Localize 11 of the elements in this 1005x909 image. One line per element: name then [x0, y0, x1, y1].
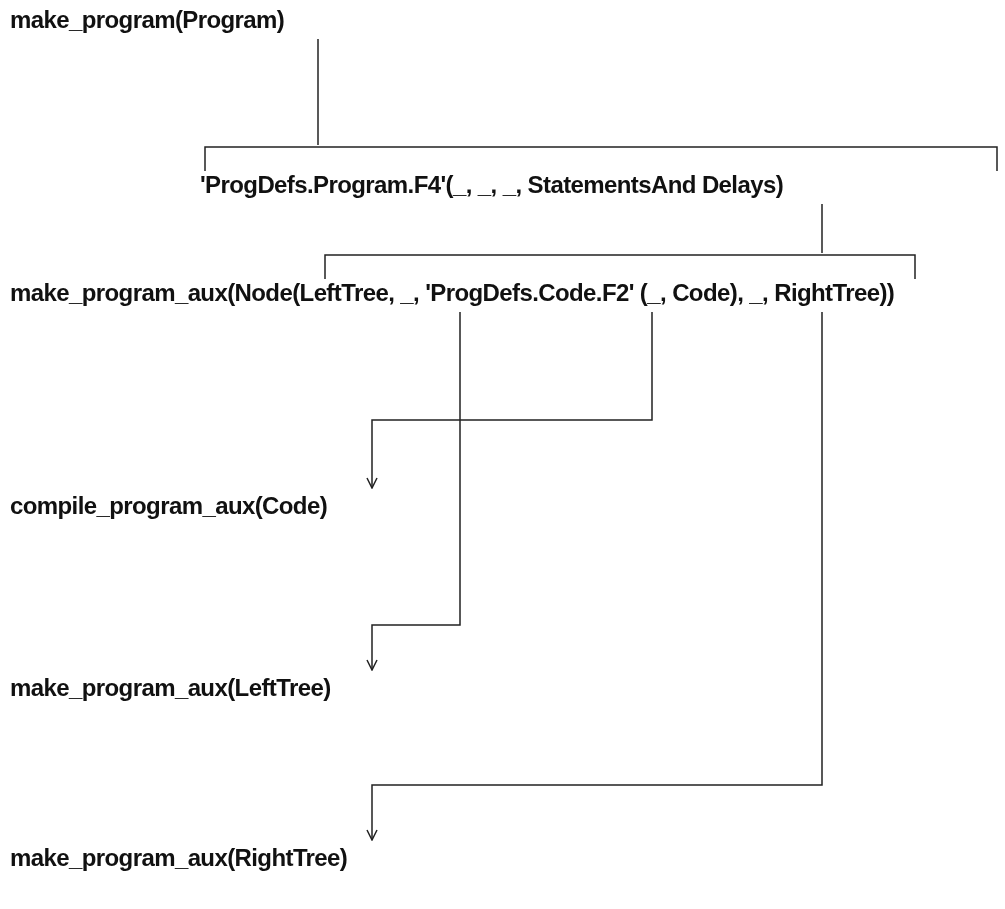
connector-line: [821, 203, 823, 254]
arrow: [366, 311, 823, 841]
code-text: make_program(Program): [10, 5, 286, 35]
connector-line: [317, 38, 319, 146]
arrow: [366, 311, 653, 489]
arrow: [366, 311, 461, 671]
code-text: 'ProgDefs.Program.F4'(_, _, _, StatementsAnd Delays): [200, 170, 785, 200]
code-text: make_program_aux(LeftTree): [10, 673, 332, 703]
code-text: make_program_aux(RightTree): [10, 843, 349, 873]
code-text: compile_program_aux(Code): [10, 491, 329, 521]
code-text: make_program_aux(Node(LeftTree, _, 'ProgDefs.Code.F2' (_, Code), _, RightTree)): [10, 278, 896, 308]
